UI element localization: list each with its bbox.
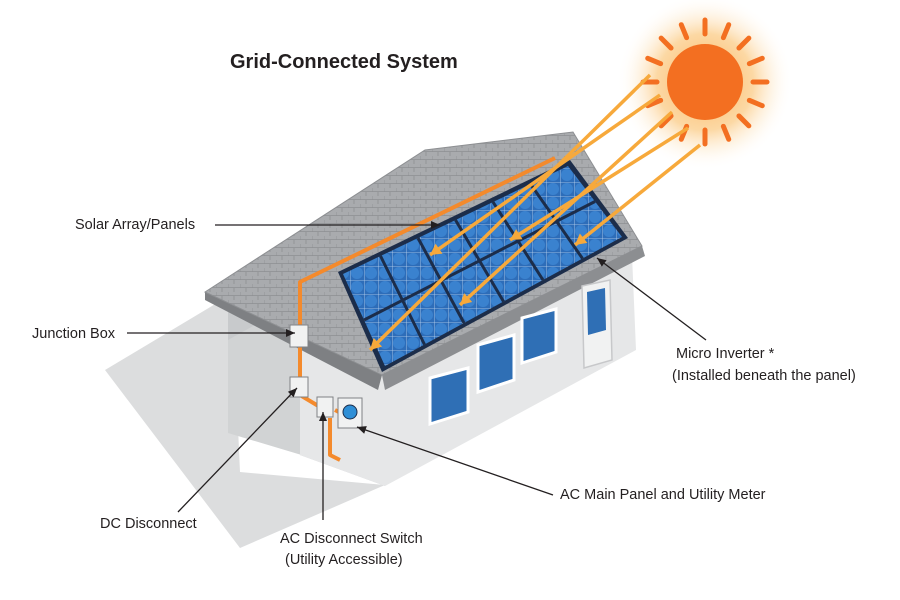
ac-disconnect-box	[316, 396, 334, 418]
sun-icon	[617, 0, 793, 170]
windows	[428, 279, 613, 427]
sunbeam	[573, 143, 702, 247]
sunbeam-arrowhead	[460, 293, 473, 305]
leader-micro-inverter	[596, 257, 707, 341]
ac-main-panel-box	[337, 397, 363, 429]
window-1	[428, 366, 470, 427]
window-3	[520, 307, 558, 366]
sunbeams	[368, 73, 702, 352]
label-dc-disconnect: DC Disconnect	[100, 516, 197, 532]
leader-ac-main-panel	[356, 426, 554, 496]
sun-ray	[746, 97, 765, 109]
sun-ray	[736, 113, 752, 129]
leader-dc-disconnect	[177, 387, 298, 513]
sun-ray	[736, 35, 752, 51]
label-ac-disconnect-line1: AC Disconnect Switch	[280, 531, 423, 547]
leader-arrowhead	[319, 412, 327, 421]
sun-ray	[720, 22, 732, 41]
sun-ray	[658, 113, 674, 129]
leader-arrowhead	[286, 329, 295, 337]
sunbeam	[509, 126, 689, 242]
sunbeam	[368, 73, 652, 352]
sun-ray	[645, 97, 664, 109]
sunbeam-arrowhead	[370, 338, 383, 350]
utility-meter-icon	[342, 404, 358, 420]
sunbeam	[429, 93, 661, 257]
leader-arrowhead	[597, 258, 607, 267]
sunbeam-arrowhead	[510, 229, 523, 240]
label-junction-box: Junction Box	[32, 326, 116, 342]
label-micro-inverter-line1: Micro Inverter *	[676, 346, 775, 362]
sunbeam-arrowhead	[575, 233, 588, 245]
sun-ray	[678, 22, 690, 41]
panel-divider	[363, 200, 596, 322]
junction-box	[289, 324, 309, 348]
sun-ray	[645, 55, 664, 67]
label-ac-main-panel: AC Main Panel and Utility Meter	[560, 487, 766, 503]
diagram-title: Grid-Connected System	[230, 51, 458, 73]
sun-ray	[746, 55, 765, 67]
window-2	[476, 333, 516, 395]
sun-ray	[658, 35, 674, 51]
leader-arrowhead	[431, 221, 440, 229]
label-ac-disconnect-line2: (Utility Accessible)	[285, 552, 403, 568]
sun-ray	[720, 123, 732, 142]
sunbeam	[458, 110, 674, 307]
label-solar-array: Solar Array/Panels	[75, 217, 195, 233]
house-shadow	[105, 294, 385, 548]
label-micro-inverter-line2: (Installed beneath the panel)	[672, 368, 856, 384]
sunbeam-arrowhead	[430, 243, 443, 255]
leader-arrowhead	[287, 388, 297, 398]
leader-arrowhead	[357, 426, 367, 434]
